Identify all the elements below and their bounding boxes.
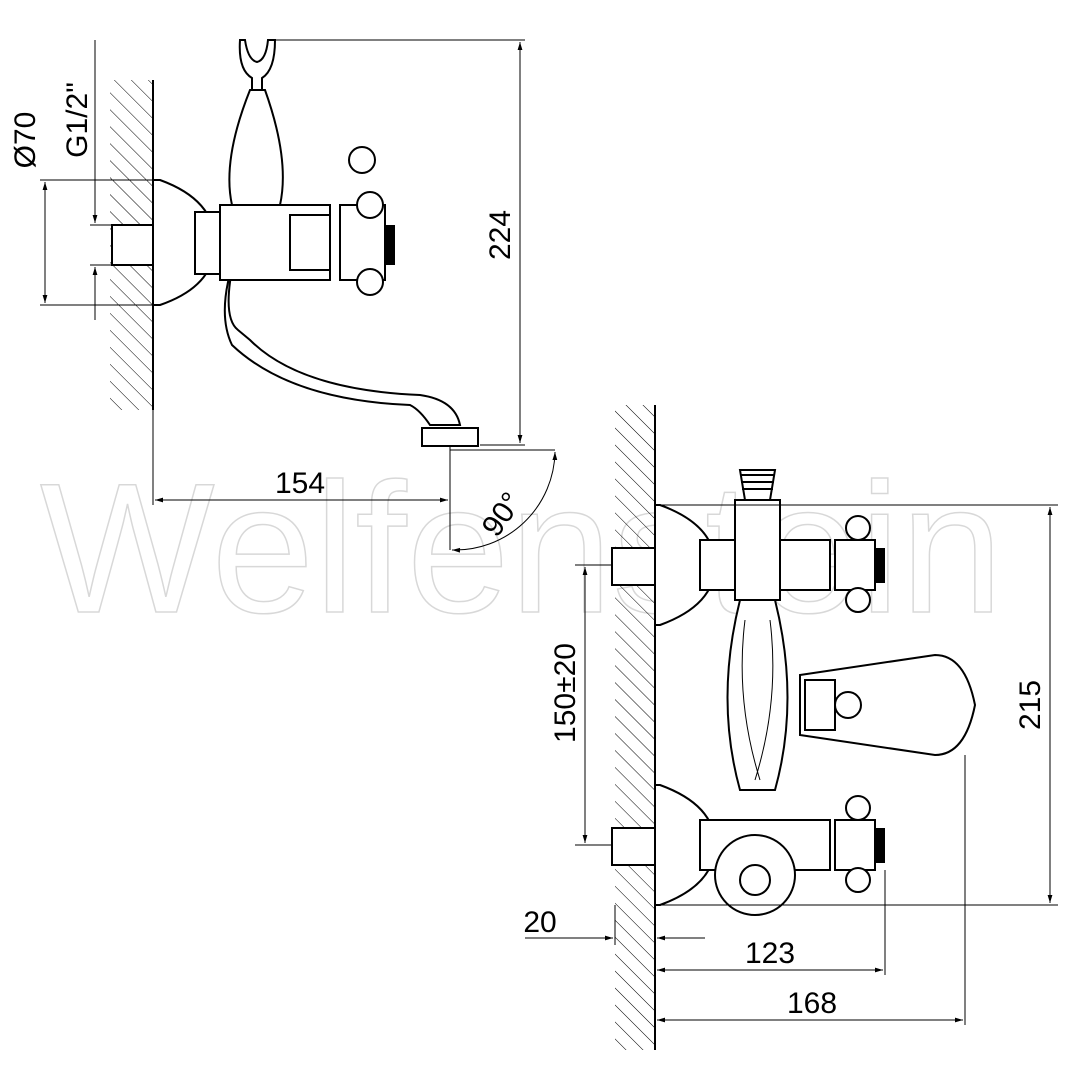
cross-handle-lower	[834, 795, 885, 893]
cross-handle-body	[339, 204, 386, 281]
dim-diameter-label: Ø70	[9, 112, 42, 169]
dim-wall-offset-label: 20	[523, 906, 556, 939]
shower-holder	[238, 39, 277, 91]
diverter-body	[726, 599, 789, 791]
dim-height-label: 224	[484, 210, 517, 260]
spout	[223, 281, 462, 426]
dim-total-depth-label: 168	[787, 987, 837, 1020]
spout-nozzle	[421, 427, 479, 447]
dim-thread-label: G1/2"	[61, 82, 94, 158]
angle-arc	[451, 451, 558, 553]
diverter-ornament	[741, 619, 774, 781]
side-view: 224 154 90° Ø70 G1/2"	[9, 39, 558, 553]
wall-hatching	[615, 405, 655, 1050]
shower-outlet-thread	[740, 474, 775, 490]
dim-total-height-label: 215	[1014, 680, 1047, 730]
cross-handle-upper	[834, 515, 885, 613]
diverter-column	[734, 499, 781, 601]
handle-knob-top	[348, 146, 376, 174]
handle-knob-upper	[356, 191, 384, 219]
spout-collar	[804, 679, 836, 731]
bath-spout	[799, 653, 977, 757]
dim-centers-label: 150±20	[549, 643, 582, 743]
thread-pipe-lower	[611, 827, 656, 866]
valve-housing	[289, 214, 331, 271]
thread-pipe	[111, 224, 154, 266]
lower-connector	[739, 864, 771, 896]
handle-knob-lower	[356, 268, 384, 296]
handle-cap	[385, 225, 395, 265]
diverter-handle	[228, 89, 284, 206]
nut	[194, 211, 221, 275]
thread-pipe-upper	[611, 547, 656, 586]
front-view: 215 150±20 20 123 168	[523, 405, 1058, 1050]
dim-handle-depth-label: 123	[745, 937, 795, 970]
spout-knob	[834, 691, 862, 719]
dim-projection-label: 154	[275, 467, 325, 500]
